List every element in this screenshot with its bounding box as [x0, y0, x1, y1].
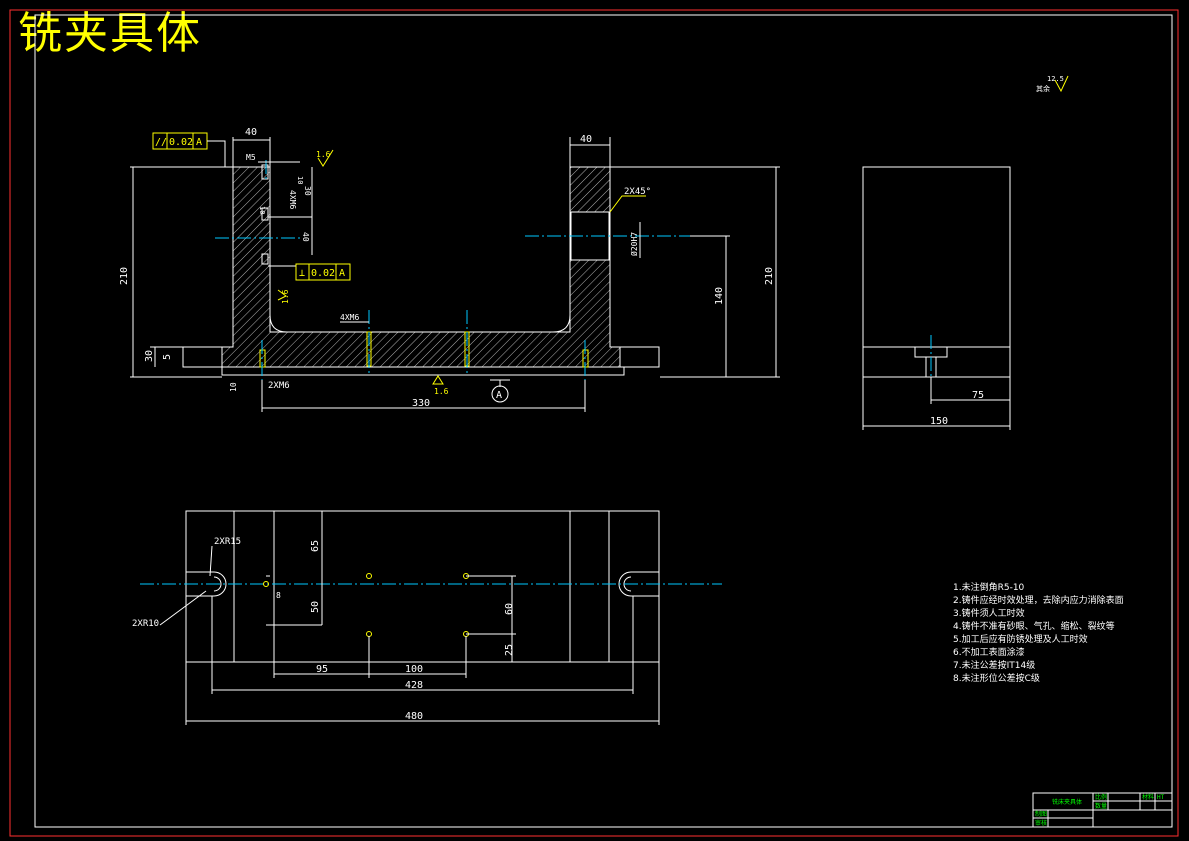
- svg-text:210: 210: [764, 267, 775, 285]
- svg-text:40: 40: [580, 134, 592, 145]
- svg-text:12.5: 12.5: [1047, 75, 1064, 83]
- svg-text:428: 428: [405, 680, 423, 691]
- svg-text:2XR15: 2XR15: [214, 537, 241, 547]
- svg-text:HT: HT: [1157, 794, 1165, 801]
- svg-text:1.6: 1.6: [316, 150, 331, 159]
- note-5: 5.加工后应有防锈处理及人工时效: [953, 635, 1088, 645]
- note-8: 8.未注形位公差按C级: [953, 674, 1040, 684]
- title-block: 铣床夹具体 比例 数量 材料 HT 制图 审核: [1032, 792, 1173, 828]
- side-view: 75 150: [862, 166, 1011, 430]
- svg-text:100: 100: [405, 664, 423, 675]
- svg-text:150: 150: [930, 416, 948, 427]
- front-section-hatch: [221, 166, 621, 368]
- svg-text:50: 50: [310, 601, 321, 613]
- roughness-2: 1.6: [277, 289, 290, 304]
- svg-text:审核: 审核: [1035, 819, 1047, 827]
- svg-text:95: 95: [316, 664, 328, 675]
- svg-text:铣床夹具体: 铣床夹具体: [1052, 798, 1082, 806]
- svg-text:1.6: 1.6: [281, 289, 290, 304]
- svg-text:数量: 数量: [1095, 802, 1107, 810]
- svg-text:25: 25: [504, 644, 515, 656]
- outer-border: [9, 9, 1179, 837]
- svg-text:4XM6: 4XM6: [340, 313, 359, 322]
- front-view: 210 210 140 30 5 40 40 M5 10 4XM6 30 40 …: [119, 127, 780, 412]
- svg-text:2X45°: 2X45°: [624, 187, 651, 197]
- note-3: 3.铸件须人工时效: [953, 609, 1025, 619]
- top-view: 2XR15 2XR10 65 50 8 60 25 95 100 428 480: [132, 510, 722, 725]
- svg-text:75: 75: [972, 390, 984, 401]
- svg-text:⊥: ⊥: [299, 268, 305, 279]
- svg-text:4XM6: 4XM6: [288, 190, 297, 209]
- svg-text:140: 140: [714, 287, 725, 305]
- technical-notes: 1.未注倒角R5-10 2.铸件应经时效处理，去除内应力消除表面 3.铸件须人工…: [953, 582, 1124, 686]
- svg-text:10: 10: [258, 206, 266, 214]
- note-1: 1.未注倒角R5-10: [953, 583, 1025, 593]
- svg-text:5: 5: [162, 354, 173, 360]
- datum-a: A: [490, 379, 510, 403]
- svg-text:210: 210: [119, 267, 130, 285]
- roughness-other: 其余 12.5: [1036, 75, 1069, 93]
- svg-text:480: 480: [405, 711, 423, 722]
- svg-text:30: 30: [144, 350, 155, 362]
- svg-text:制图: 制图: [1035, 810, 1047, 818]
- svg-text:30: 30: [303, 186, 312, 196]
- svg-text:65: 65: [310, 540, 321, 552]
- svg-text:40: 40: [301, 232, 310, 242]
- svg-text:330: 330: [412, 398, 430, 409]
- svg-text:2XM6: 2XM6: [268, 381, 290, 391]
- svg-text:M5: M5: [246, 153, 256, 162]
- note-4: 4.铸件不准有砂眼、气孔、缩松、裂纹等: [953, 622, 1115, 632]
- svg-text:8: 8: [276, 591, 281, 600]
- svg-text:60: 60: [504, 603, 515, 615]
- drawing-title: 铣夹具体: [18, 8, 202, 59]
- note-6: 6.不加工表面涂漆: [953, 648, 1025, 658]
- roughness-3: 1.6: [432, 375, 449, 396]
- svg-text:0.02: 0.02: [169, 137, 193, 148]
- svg-text:A: A: [339, 268, 345, 279]
- fcf-parallelism: // 0.02 A: [152, 132, 226, 167]
- svg-text:A: A: [196, 137, 202, 148]
- svg-text:比例: 比例: [1095, 793, 1107, 801]
- svg-text:其余: 其余: [1036, 84, 1050, 93]
- svg-text:材料: 材料: [1142, 793, 1154, 801]
- note-2: 2.铸件应经时效处理，去除内应力消除表面: [953, 596, 1124, 606]
- svg-text:10: 10: [229, 382, 238, 392]
- svg-text:Ø20H7: Ø20H7: [629, 232, 639, 256]
- svg-text://: //: [155, 137, 167, 148]
- roughness-1: 1.6: [316, 149, 334, 167]
- svg-text:2XR10: 2XR10: [132, 619, 159, 629]
- svg-text:40: 40: [245, 127, 257, 138]
- fcf-perpendicularity: ⊥ 0.02 A: [295, 263, 351, 281]
- svg-text:1.6: 1.6: [434, 387, 449, 396]
- note-7: 7.未注公差按IT14级: [953, 661, 1036, 671]
- svg-text:10: 10: [296, 176, 304, 184]
- svg-text:0.02: 0.02: [311, 268, 335, 279]
- svg-text:A: A: [496, 390, 502, 401]
- inner-border: [34, 14, 1173, 828]
